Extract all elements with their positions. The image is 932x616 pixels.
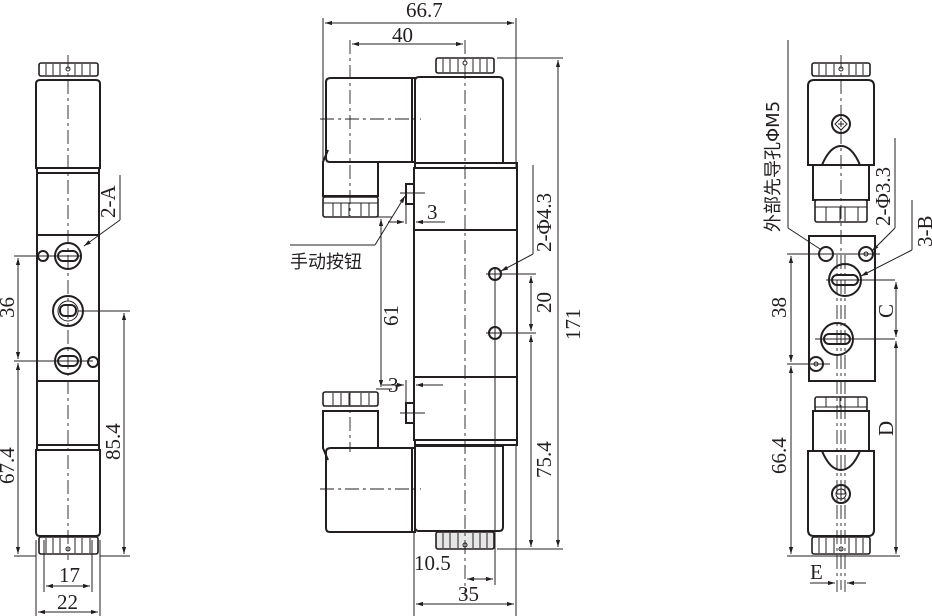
manual-button-top-icon (405, 183, 415, 205)
bottom-knurled-nut-icon (38, 536, 99, 555)
dim-38: 38 (767, 297, 791, 318)
label-external-pilot: 外部先导孔ΦM5 (763, 101, 784, 232)
right-view: 外部先导孔ΦM5 2-Φ3.3 3-B 38 66.4 C D E (763, 40, 932, 592)
label-holes-3-3: 2-Φ3.3 (871, 167, 895, 226)
front-view: 66.7 40 171 2-Φ4.3 20 75.4 61 3 3 (290, 0, 585, 616)
dim-66-7: 66.7 (406, 0, 443, 22)
bottom-connector-nut-icon (322, 391, 379, 407)
label-2-a: 2-A (96, 185, 120, 218)
small-hole-icon (87, 356, 99, 368)
dim-40: 40 (392, 23, 413, 47)
bottom-knurled-nut-icon (811, 536, 871, 555)
dim-85-4: 85.4 (101, 423, 125, 460)
dim-17: 17 (59, 563, 80, 587)
label-port-b: 3-B (913, 216, 932, 248)
label-manual-button: 手动按钮 (290, 252, 362, 273)
dim-10-5: 10.5 (414, 551, 451, 575)
dim-67-4: 67.4 (0, 447, 19, 484)
dim-3-bottom: 3 (388, 373, 399, 397)
dim-35: 35 (458, 582, 479, 606)
dim-20: 20 (532, 292, 556, 313)
dim-66-4: 66.4 (767, 437, 791, 474)
dim-c: C (874, 304, 898, 318)
label-mount-holes: 2-Φ4.3 (532, 193, 556, 252)
dim-36: 36 (0, 297, 19, 318)
left-view: 2-A 36 67.4 85.4 17 22 (0, 55, 130, 616)
dim-3-top: 3 (427, 200, 438, 224)
top-connector-nut-icon (322, 196, 379, 218)
dim-61: 61 (379, 305, 403, 326)
top-knurled-nut-icon (38, 62, 99, 77)
dim-e: E (810, 560, 823, 584)
dim-171: 171 (561, 309, 585, 341)
dim-d: D (874, 421, 898, 436)
dim-75-4: 75.4 (532, 441, 556, 478)
dim-22: 22 (57, 590, 78, 614)
